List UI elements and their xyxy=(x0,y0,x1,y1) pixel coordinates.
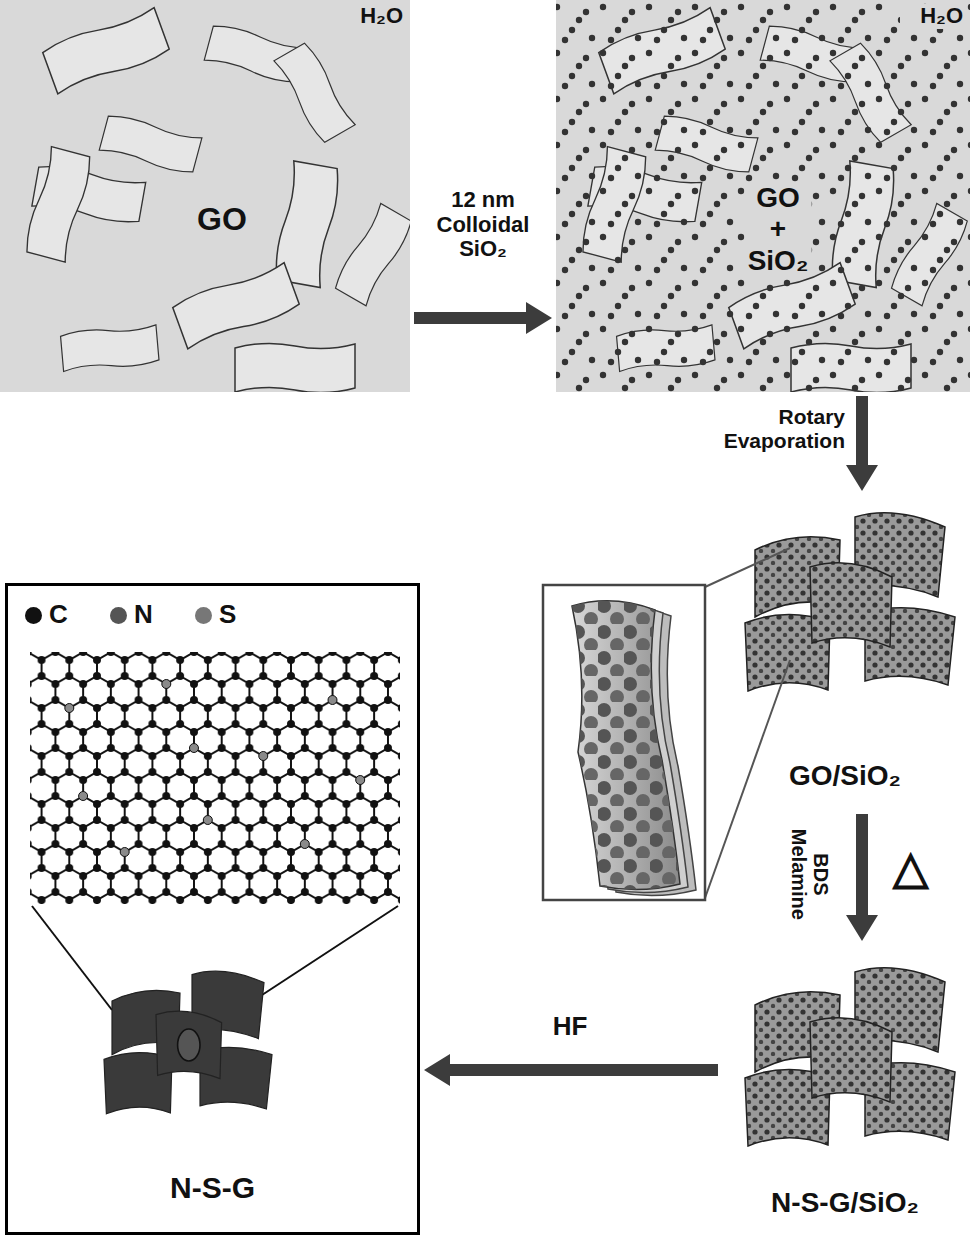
product-box: N-S-G xyxy=(5,583,420,1235)
heat-symbol: △ xyxy=(875,842,945,894)
composite-node: GO/SiO₂ xyxy=(725,495,965,810)
doped-composite-cluster xyxy=(745,968,955,1146)
legend-label: N xyxy=(134,600,184,629)
legend-swatch xyxy=(25,607,42,624)
node-label: N-S-G/SiO₂ xyxy=(722,1187,968,1218)
legend-swatch xyxy=(110,607,127,624)
node-label: GO/SiO₂ xyxy=(725,760,965,791)
step-label: Rotary Evaporation xyxy=(655,405,845,452)
node-label: H₂O xyxy=(900,4,966,29)
legend-label: S xyxy=(219,600,269,629)
graphene-lattice xyxy=(30,652,400,1010)
process-arrow xyxy=(846,814,878,941)
process-arrow xyxy=(414,302,552,334)
go-sheets-silica xyxy=(556,0,970,392)
water-panel: H₂O GO xyxy=(0,0,410,392)
process-arrow xyxy=(424,1054,718,1086)
legend-label: C xyxy=(49,600,99,629)
step-label: HF xyxy=(520,1012,620,1041)
composite-cluster xyxy=(745,513,955,691)
composite-node: N-S-G/SiO₂ xyxy=(722,945,968,1233)
step-label: 12 nm Colloidal SiO₂ xyxy=(420,188,546,262)
water-panel xyxy=(556,0,970,392)
water-panel: H₂O GO + SiO₂ xyxy=(556,0,970,392)
go-sheets xyxy=(23,7,410,392)
process-arrow xyxy=(846,396,878,491)
step-label: BDS Melamine xyxy=(788,824,833,924)
inset-detail xyxy=(543,548,790,900)
node-label: N-S-G xyxy=(8,1171,417,1205)
legend-swatch xyxy=(195,607,212,624)
doped-graphene-cluster xyxy=(104,971,272,1114)
node-label: GO + SiO₂ xyxy=(745,182,812,276)
node-label: GO xyxy=(194,202,250,238)
node-label: H₂O xyxy=(340,4,406,29)
